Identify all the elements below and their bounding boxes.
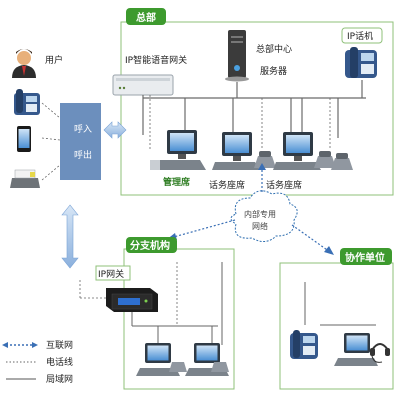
- call-to-branch-arrow: [61, 204, 79, 269]
- call-in-out-box: [60, 103, 101, 180]
- user-group: 用户 呼入 呼出: [10, 49, 127, 299]
- branch-gateway-icon: [106, 288, 158, 312]
- management-seat-computer-icon: [150, 130, 206, 170]
- legend-telephone-line: 电话线: [46, 356, 73, 368]
- partner-box: [279, 262, 394, 390]
- branch-computer-1-icon: [136, 343, 187, 376]
- agent-seat-1-label: 话务座席: [209, 179, 245, 191]
- ip-phone-label: IP话机: [347, 30, 373, 42]
- partner-group: 协作单位: [279, 248, 394, 390]
- mobile-phone-icon: [17, 126, 31, 152]
- fax-machine-icon: [10, 169, 40, 188]
- partner-title: 协作单位: [345, 251, 385, 264]
- server-icon: [225, 30, 249, 82]
- branch-ip-gateway-label: IP网关: [98, 268, 124, 280]
- headset-icon: [370, 343, 390, 363]
- user-icon: [12, 49, 36, 78]
- partner-computer-icon: [334, 333, 378, 366]
- headquarters-title: 总部: [136, 11, 156, 24]
- legend-internet: 互联网: [46, 340, 73, 351]
- partner-phone-icon: [290, 330, 318, 359]
- headquarters-tag: [126, 8, 166, 25]
- ip-phone-icon: [345, 47, 377, 78]
- private-network-label-1: 内部专用: [244, 209, 276, 219]
- branch-title: 分支机构: [130, 239, 170, 252]
- private-network-label-2: 网络: [252, 221, 268, 231]
- server-label-line1: 总部中心: [256, 43, 292, 55]
- desk-phone-icon: [14, 89, 40, 115]
- call-to-hq-arrow: [103, 121, 127, 139]
- branch-computer-2-icon: [185, 343, 229, 376]
- ip-voice-gateway-label: IP智能语音网关: [125, 54, 187, 66]
- agent-seat-2-label: 话务座席: [266, 179, 302, 191]
- legend: 互联网 电话线 局域网: [2, 340, 73, 385]
- agent-seat-1-computer-icon: [212, 132, 276, 170]
- branch-tag: [126, 237, 177, 253]
- branch-group: 分支机构 IP网关: [95, 237, 235, 390]
- ip-voice-gateway-icon: [112, 74, 174, 96]
- management-seat-label: 管理席: [163, 176, 190, 188]
- call-in-label: 呼入: [74, 124, 92, 135]
- agent-seat-2-computer-icon: [273, 132, 353, 170]
- partner-tag: [340, 248, 392, 265]
- server-label-line2: 服务器: [260, 65, 287, 77]
- user-label: 用户: [45, 54, 63, 66]
- call-out-label: 呼出: [74, 149, 92, 161]
- headquarters-group: 总部 IP智能语音网关 总部中心 服务器 IP话机: [112, 8, 394, 196]
- legend-lan: 局域网: [46, 373, 73, 385]
